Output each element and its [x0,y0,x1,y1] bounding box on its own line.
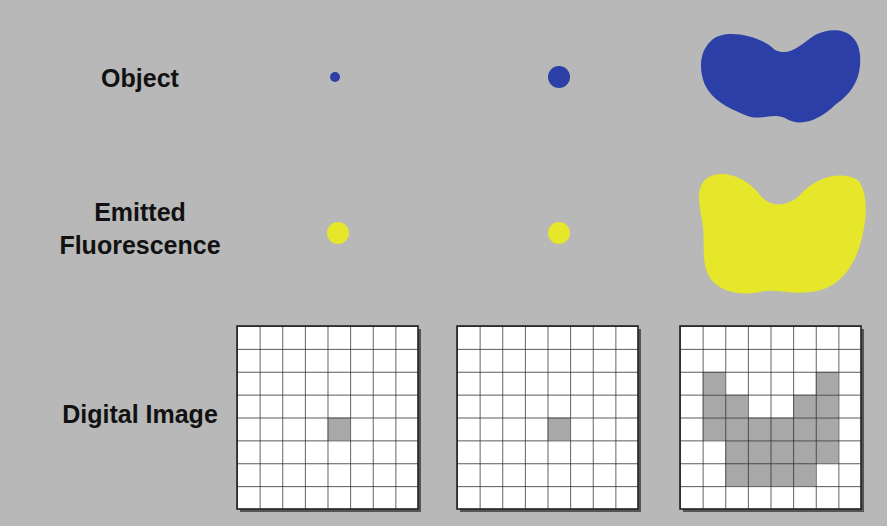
medium-object [548,66,570,88]
row-label: Object [30,62,250,95]
row-label: Digital Image [30,398,250,431]
row-label: Emitted Fluorescence [30,196,250,262]
fluorescence-spot [327,222,349,244]
pixel-grid [237,326,421,512]
pixel-grid [457,326,641,512]
large-object [701,30,860,122]
pixel-grid [680,326,864,512]
fluorescence-spot [548,222,570,244]
fluorescence-blob [699,174,866,293]
small-object [330,72,340,82]
